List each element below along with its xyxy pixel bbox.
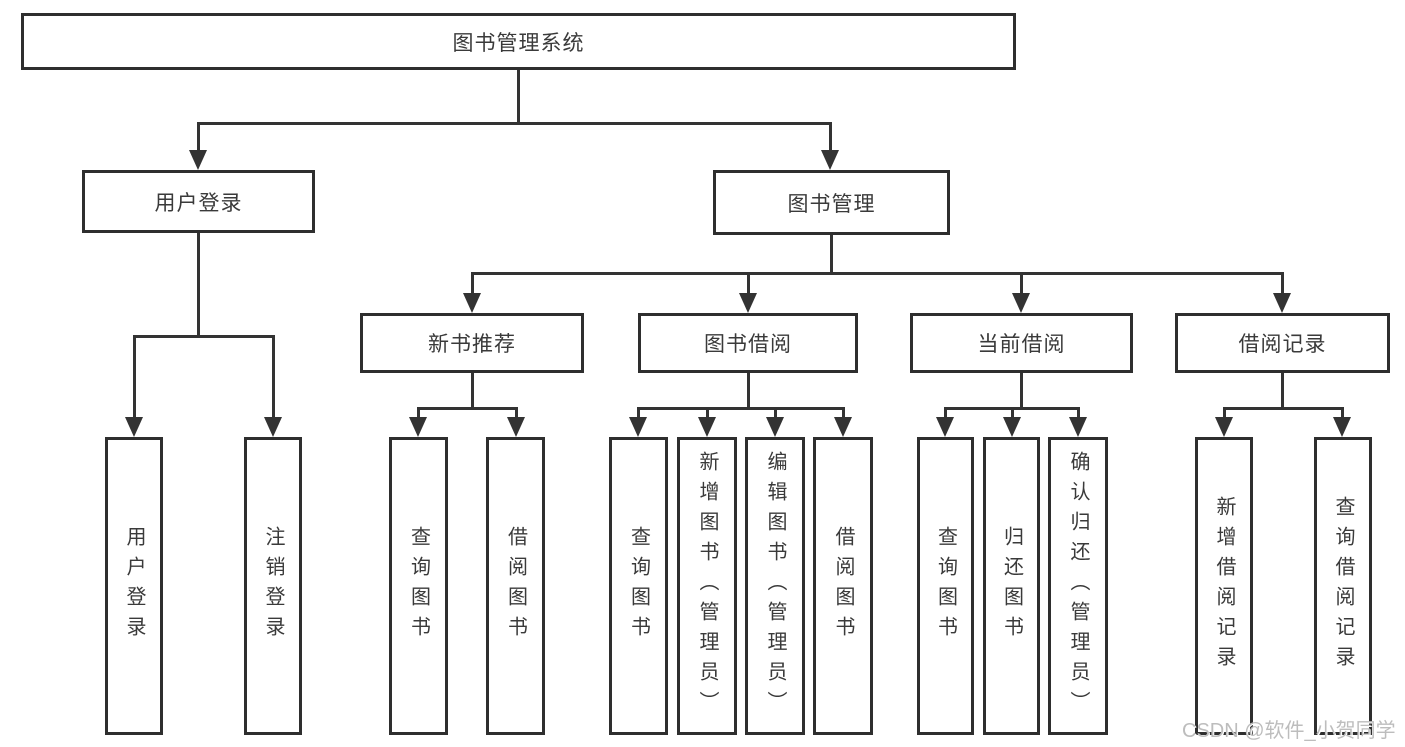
node-book-borrow: 图书借阅 <box>638 313 858 373</box>
leaf-query-books-recommend: 查询图书 <box>389 437 448 735</box>
arrow-down-icon <box>507 417 525 437</box>
leaf-user-login: 用户登录 <box>105 437 163 735</box>
connector-line <box>747 272 750 295</box>
connector-line <box>1223 407 1343 410</box>
arrow-down-icon <box>125 417 143 437</box>
connector-line <box>637 407 640 419</box>
node-label: 注销登录 <box>262 526 284 646</box>
arrow-down-icon <box>264 417 282 437</box>
arrow-down-icon <box>834 417 852 437</box>
node-label: 图书管理 <box>787 192 876 216</box>
arrow-down-icon <box>1069 417 1087 437</box>
connector-line <box>517 70 520 122</box>
node-user-login: 用户登录 <box>82 170 315 233</box>
connector-line <box>1281 272 1284 295</box>
arrow-down-icon <box>1215 417 1233 437</box>
connector-line <box>1011 407 1014 419</box>
connector-line <box>471 272 474 295</box>
leaf-query-books-borrow: 查询图书 <box>609 437 668 735</box>
node-label: 新增图书（管理员） <box>696 451 718 721</box>
connector-line <box>471 373 474 407</box>
connector-line <box>829 122 832 152</box>
node-book-management: 图书管理 <box>713 170 950 235</box>
connector-line <box>637 407 845 410</box>
node-current-borrow: 当前借阅 <box>910 313 1133 373</box>
arrow-down-icon <box>1333 417 1351 437</box>
node-label: 用户登录 <box>154 191 243 215</box>
node-label: 当前借阅 <box>977 333 1066 356</box>
connector-line <box>706 407 709 419</box>
connector-line <box>197 233 200 335</box>
node-label: 编辑图书（管理员） <box>764 451 786 721</box>
arrow-down-icon <box>766 417 784 437</box>
leaf-query-borrow-record: 查询借阅记录 <box>1314 437 1372 735</box>
connector-line <box>1223 407 1226 419</box>
connector-line <box>417 407 518 410</box>
node-label: 查询图书 <box>407 526 430 646</box>
leaf-borrow-books: 借阅图书 <box>813 437 873 735</box>
node-label: 新书推荐 <box>428 333 516 356</box>
connector-line <box>471 272 1283 275</box>
connector-line <box>272 335 275 419</box>
node-label: 借阅图书 <box>832 526 854 646</box>
node-library-system: 图书管理系统 <box>21 13 1016 70</box>
connector-line <box>747 373 750 407</box>
leaf-confirm-return-admin: 确认归还（管理员） <box>1048 437 1108 735</box>
leaf-query-books-current: 查询图书 <box>917 437 974 735</box>
leaf-edit-books-admin: 编辑图书（管理员） <box>745 437 805 735</box>
leaf-borrow-books-recommend: 借阅图书 <box>486 437 545 735</box>
arrow-down-icon <box>936 417 954 437</box>
leaf-return-books: 归还图书 <box>983 437 1040 735</box>
connector-line <box>1077 407 1080 419</box>
node-label: 查询图书 <box>934 526 957 646</box>
connector-line <box>1341 407 1344 419</box>
connector-line <box>830 235 833 272</box>
connector-line <box>1020 272 1023 295</box>
arrow-down-icon <box>698 417 716 437</box>
node-label: 借阅图书 <box>504 526 527 646</box>
node-label: 图书管理系统 <box>452 31 585 55</box>
connector-line <box>1281 373 1284 407</box>
connector-line <box>842 407 845 419</box>
node-label: 查询借阅记录 <box>1332 496 1354 676</box>
watermark: CSDN @软件_小贺同学 <box>1182 720 1396 742</box>
leaf-add-books-admin: 新增图书（管理员） <box>677 437 737 735</box>
node-label: 查询图书 <box>627 526 650 646</box>
arrow-down-icon <box>1273 293 1291 313</box>
node-borrow-records: 借阅记录 <box>1175 313 1390 373</box>
connector-line <box>944 407 947 419</box>
node-label: 确认归还（管理员） <box>1067 451 1089 721</box>
arrow-down-icon <box>463 293 481 313</box>
node-label: 新增借阅记录 <box>1213 496 1235 676</box>
arrow-down-icon <box>629 417 647 437</box>
connector-line <box>133 335 136 419</box>
connector-line <box>1020 373 1023 407</box>
leaf-logout: 注销登录 <box>244 437 302 735</box>
node-label: 借阅记录 <box>1238 333 1327 356</box>
arrow-down-icon <box>739 293 757 313</box>
connector-line <box>417 407 420 419</box>
node-new-book-recommend: 新书推荐 <box>360 313 584 373</box>
connector-line <box>197 122 832 125</box>
connector-line <box>515 407 518 419</box>
connector-line <box>133 335 274 338</box>
arrow-down-icon <box>1012 293 1030 313</box>
arrow-down-icon <box>189 150 207 170</box>
node-label: 归还图书 <box>1000 526 1023 646</box>
node-label: 用户登录 <box>123 526 145 646</box>
arrow-down-icon <box>821 150 839 170</box>
node-label: 图书借阅 <box>704 333 792 356</box>
connector-line <box>197 122 200 152</box>
leaf-add-borrow-record: 新增借阅记录 <box>1195 437 1253 735</box>
arrow-down-icon <box>409 417 427 437</box>
connector-line <box>774 407 777 419</box>
arrow-down-icon <box>1003 417 1021 437</box>
